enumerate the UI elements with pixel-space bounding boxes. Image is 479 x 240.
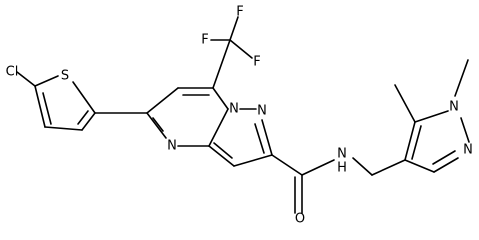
bond-pyr-n2-c2-inner — [254, 123, 265, 154]
bond-thio-c5-s — [34, 75, 59, 87]
bond-n1-methyl — [454, 59, 469, 97]
bond-cf3-f-top — [229, 16, 239, 41]
bond-mp-c4-c5 — [404, 121, 416, 161]
bond-pym-n4-c5 — [146, 112, 167, 139]
bond-mp-c5-n1 — [414, 110, 449, 123]
bond-pym-n4-c5-inner — [152, 117, 164, 132]
bond-c5-methyl — [394, 84, 416, 123]
bond-carbonyl-n — [301, 159, 335, 176]
molecule-diagram: Cl S F F F N N N O N H N N — [5, 4, 473, 227]
atom-thiophene-sulfur: S — [61, 69, 69, 84]
bond-mp-c4-c5-inner — [411, 125, 422, 160]
bond-thio-s-c2 — [72, 81, 96, 114]
bond-pyr-n2-c2 — [261, 119, 273, 156]
bond-mp-n2-c3 — [433, 157, 459, 173]
bonds — [16, 16, 470, 214]
bond-pym-n-c3a — [208, 108, 229, 147]
bond-cl-c — [16, 71, 36, 87]
bond-pym-c5-c6 — [146, 87, 179, 114]
atom-fluorine-top: F — [236, 5, 243, 20]
bond-thio-c3-c2 — [81, 112, 96, 131]
atom-bridge-n: N — [229, 102, 239, 117]
bond-pyr-c3-c3a-inner — [213, 142, 233, 159]
bond-mp-c3-c4 — [404, 159, 435, 173]
bond-ch2-pyrazole — [371, 159, 406, 176]
bond-cf3-f-right — [229, 39, 253, 59]
atom-chlorine: Cl — [6, 65, 19, 80]
bond-pyr-c2-c3 — [233, 154, 273, 167]
bond-c2-carbonyl — [271, 154, 303, 176]
atom-pyrimidine-n: N — [167, 139, 177, 154]
bond-mp-n2-c3-inner — [432, 150, 456, 165]
bond-c7-cf3 — [212, 39, 231, 89]
atom-amide-n: N — [337, 147, 347, 162]
atom-methylpyrazole-n1: N — [449, 100, 459, 115]
bond-thio-c4-c3 — [44, 126, 83, 131]
atom-amide-h: H — [337, 161, 347, 176]
atom-pyrazole-n: N — [257, 104, 267, 119]
atom-methylpyrazole-n2: N — [463, 143, 473, 158]
bond-pyr-c3-c3a — [208, 145, 235, 167]
bond-thio-c5-c4 — [34, 85, 46, 128]
atom-labels: Cl S F F F N N N O N H N N — [6, 5, 473, 227]
bond-pym-c7-n — [212, 87, 229, 110]
structure-svg: Cl S F F F N N N O N H N N — [6, 5, 473, 227]
bond-thio-c3-c2-inner — [77, 110, 89, 125]
atom-carbonyl-o: O — [295, 212, 305, 227]
atom-fluorine-right: F — [253, 55, 260, 70]
bond-thio-c5-c4-inner — [42, 92, 52, 125]
bond-mp-n1-n2 — [460, 117, 470, 143]
bond-n-ch2 — [352, 157, 373, 176]
atom-fluorine-left: F — [201, 33, 208, 48]
